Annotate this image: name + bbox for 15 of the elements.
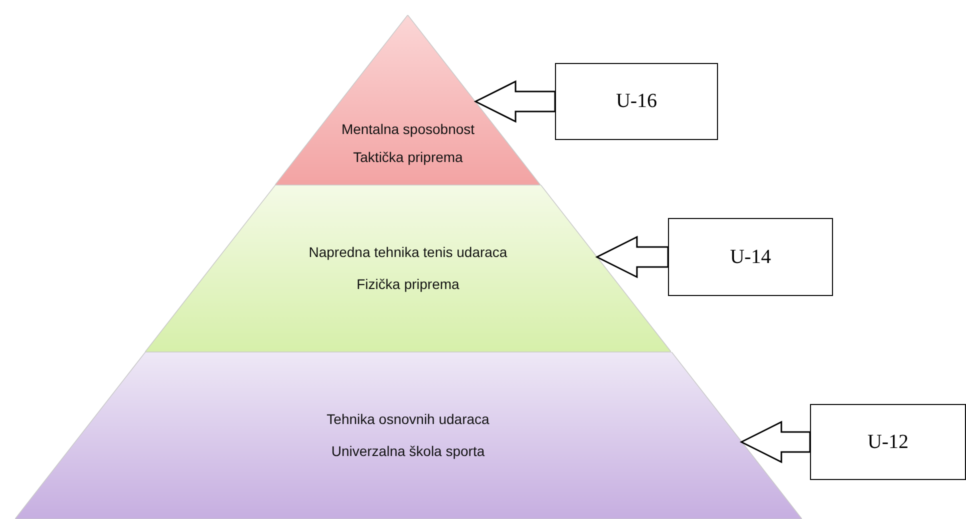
block-arrow	[595, 236, 669, 278]
pyramid-tier	[275, 15, 541, 185]
age-group-box: U-12	[810, 404, 966, 480]
block-arrow	[474, 80, 556, 123]
pyramid-tier	[144, 185, 672, 352]
age-group-box: U-16	[555, 63, 718, 140]
tier-label: Univerzalna škola sporta	[331, 442, 485, 460]
tier-label: Mentalna sposobnost	[341, 120, 475, 138]
tier-label: Fizička priprema	[356, 275, 460, 293]
tier-label: Napredna tehnika tenis udaraca	[308, 243, 508, 261]
age-group-box: U-14	[668, 218, 833, 296]
tier-label: Tehnika osnovnih udaraca	[326, 410, 490, 428]
tier-label: Taktička priprema	[353, 148, 463, 166]
pyramid-tier	[14, 352, 802, 519]
block-arrow	[740, 420, 811, 464]
